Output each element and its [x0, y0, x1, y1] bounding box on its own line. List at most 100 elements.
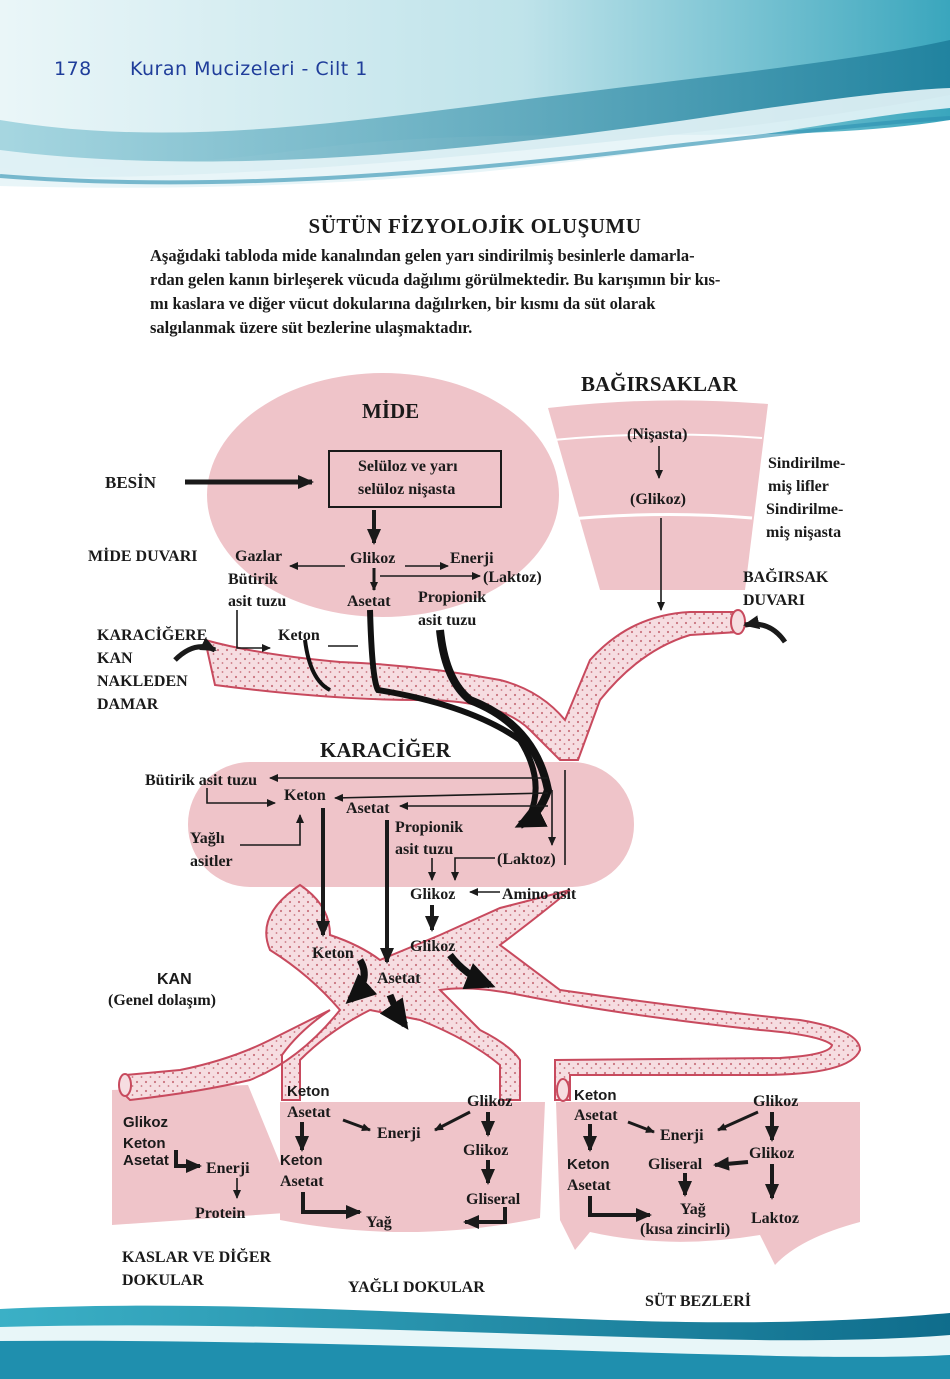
- intestine-wall-label: DUVARI: [743, 592, 805, 609]
- mammary-gland-label: SÜT BEZLERİ: [645, 1291, 751, 1310]
- liver-butyrate-label: Bütirik asit tuzu: [145, 772, 257, 789]
- mammary-glyceral-label: Gliseral: [648, 1156, 703, 1173]
- food-label: BESİN: [105, 473, 157, 492]
- liver-propionate-label: Propionik: [395, 819, 463, 836]
- digested-fiber-label: Sindirilme-: [768, 455, 845, 472]
- cellulose-box-line: selüloz nişasta: [358, 481, 455, 498]
- adipose-glucose-2-label: Glikoz: [463, 1142, 508, 1159]
- blood-vessels: [118, 609, 862, 1102]
- amino-acid-label: Amino asit: [502, 886, 577, 903]
- mammary-gland-shape: [556, 1102, 860, 1265]
- intro-paragraph: Aşağıdaki tabloda mide kanalından gelen …: [150, 244, 810, 340]
- blood-title: KAN: [157, 971, 192, 988]
- intestine-title: BAĞIRSAKLAR: [581, 372, 738, 396]
- liver-acetate-label: Asetat: [346, 800, 390, 817]
- fatty-acids-label: Yağlı: [190, 830, 225, 847]
- liver-propionate-label: asit tuzu: [395, 841, 453, 858]
- page-number: 178: [54, 58, 92, 80]
- muscle-group: Glikoz Keton Asetat Enerji Protein KASLA…: [122, 1114, 272, 1289]
- stomach-group: MİDE BESİN Selüloz ve yarı selüloz nişas…: [88, 399, 542, 652]
- portal-vein-label-line: KARACİĞERE: [97, 625, 207, 644]
- energy-label: Enerji: [450, 550, 494, 567]
- intestine-shape: [548, 400, 768, 590]
- adipose-acetate-2-label: Asetat: [280, 1173, 324, 1190]
- muscle-acetate-label: Asetat: [123, 1152, 169, 1169]
- digested-starch-label: Sindirilme-: [766, 501, 843, 518]
- adipose-tissue-label: YAĞLI DOKULAR: [348, 1277, 485, 1296]
- liver-glucose-label: Glikoz: [410, 886, 455, 903]
- inflow-arrow-left: [173, 637, 217, 662]
- intro-line: mı kaslara ve diğer vücut dokularına dağ…: [150, 294, 656, 313]
- intro-line: salgılanmak üzere süt bezlerine ulaşmakt…: [150, 318, 473, 337]
- flow-to-liver: [303, 609, 553, 829]
- book-title: Kuran Mucizeleri - Cilt 1: [130, 58, 368, 80]
- blood-subtitle: (Genel dolaşım): [108, 992, 216, 1009]
- adipose-glucose-label: Glikoz: [467, 1093, 512, 1110]
- acetate-label: Asetat: [347, 593, 391, 610]
- intestine-glucose-label: (Glikoz): [630, 491, 686, 508]
- mammary-fat-label: Yağ: [680, 1201, 706, 1218]
- blood-label: KAN (Genel dolaşım): [108, 971, 216, 1009]
- adipose-glyceral-label: Gliseral: [466, 1191, 521, 1208]
- propionate-label: Propionik: [418, 589, 486, 606]
- mammary-acetate-2-label: Asetat: [567, 1177, 611, 1194]
- intestine-wall-label: BAĞIRSAK: [743, 567, 829, 586]
- stomach-title: MİDE: [362, 399, 419, 423]
- muscle-tissue-label: DOKULAR: [122, 1272, 204, 1289]
- portal-vein-label-line: NAKLEDEN: [97, 673, 188, 690]
- ketone-label: Keton: [278, 627, 320, 644]
- butyrate-label: asit tuzu: [228, 593, 286, 610]
- muscle-energy-label: Enerji: [206, 1160, 250, 1177]
- liver-glucose-out-label: Glikoz: [410, 938, 455, 955]
- liver-ketone-out-label: Keton: [312, 945, 354, 962]
- cellulose-box-line: Selüloz ve yarı: [358, 458, 458, 475]
- mammary-group: Keton Asetat Enerji Glikoz Keton Asetat …: [567, 1087, 799, 1310]
- adipose-ketone-2-label: Keton: [280, 1152, 323, 1169]
- starch-label: (Nişasta): [627, 426, 687, 443]
- stomach-shape: [207, 373, 559, 617]
- intestine-group: BAĞIRSAKLAR (Nişasta) (Glikoz) Sindirilm…: [581, 372, 845, 611]
- intro-line: rdan gelen kanın birleşerek vücuda dağıl…: [150, 270, 721, 289]
- mammary-ketone-label: Keton: [574, 1087, 617, 1104]
- portal-vein-label-line: KAN: [97, 650, 133, 667]
- adipose-fat-label: Yağ: [366, 1214, 392, 1231]
- liver-title: KARACİĞER: [320, 738, 452, 762]
- mammary-ketone-2-label: Keton: [567, 1156, 610, 1173]
- mammary-lactose-label: Laktoz: [751, 1210, 799, 1227]
- liver-ketone-label: Keton: [284, 787, 326, 804]
- propionate-label: asit tuzu: [418, 612, 476, 629]
- intro-line: Aşağıdaki tabloda mide kanalından gelen …: [150, 246, 695, 265]
- adipose-group: Keton Asetat Enerji Glikoz Keton Asetat …: [280, 1083, 521, 1296]
- liver-acetate-out-label: Asetat: [377, 970, 421, 987]
- muscle-tissue-label: KASLAR VE DİĞER: [122, 1247, 272, 1266]
- cellulose-box: [328, 450, 502, 508]
- header-wave-banner: [0, 0, 950, 200]
- adipose-tissue-shape: [280, 1102, 545, 1233]
- muscle-tissue-shape: [112, 1085, 300, 1225]
- muscle-glucose-label: Glikoz: [123, 1114, 168, 1131]
- footer-wave-banner: [0, 1305, 950, 1379]
- page-title: SÜTÜN FİZYOLOJİK OLUŞUMU: [308, 214, 642, 238]
- gases-label: Gazlar: [235, 548, 282, 565]
- butyrate-label: Bütirik: [228, 571, 278, 588]
- liver-lactose-label: (Laktoz): [497, 851, 556, 868]
- muscle-ketone-label: Keton: [123, 1135, 166, 1152]
- stomach-wall-label: MİDE DUVARI: [88, 546, 198, 565]
- adipose-energy-label: Enerji: [377, 1125, 421, 1142]
- portal-vein-label: KARACİĞERE KAN NAKLEDEN DAMAR: [97, 615, 788, 713]
- mammary-fat-sub-label: (kısa zincirli): [640, 1221, 730, 1238]
- portal-vein-label-line: DAMAR: [97, 696, 159, 713]
- digested-starch-label: miş nişasta: [766, 524, 841, 541]
- glucose-label: Glikoz: [350, 550, 395, 567]
- adipose-acetate-label: Asetat: [287, 1104, 331, 1121]
- hepatic-vein: [124, 883, 862, 1102]
- mammary-acetate-label: Asetat: [574, 1107, 618, 1124]
- mammary-glucose-2-label: Glikoz: [749, 1145, 794, 1162]
- lactose-label: (Laktoz): [483, 569, 542, 586]
- liver-group: KARACİĞER Bütirik asit tuzu Keton Asetat…: [145, 738, 577, 1030]
- mammary-energy-label: Enerji: [660, 1127, 704, 1144]
- fatty-acids-label: asitler: [190, 853, 233, 870]
- inflow-arrow-right: [743, 615, 788, 644]
- mammary-glucose-label: Glikoz: [753, 1093, 798, 1110]
